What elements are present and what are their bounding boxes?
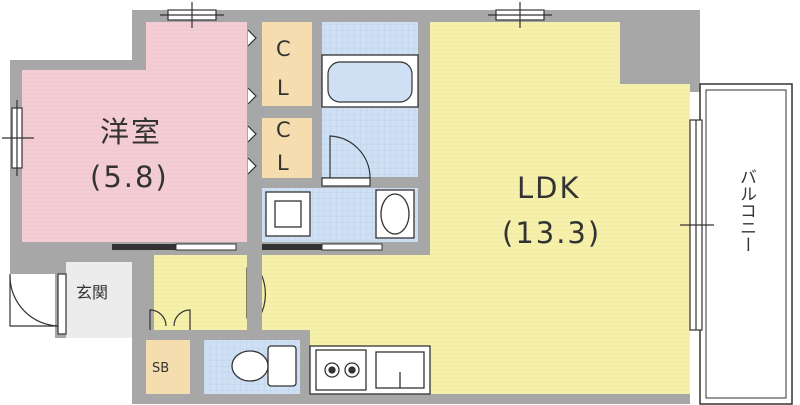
- western-room-name: 洋室: [100, 115, 162, 149]
- bathtub: [321, 54, 419, 108]
- balcony-label: バルコニー: [736, 168, 756, 253]
- corridor-floor-upper: [262, 255, 430, 340]
- closet-lower-label-1: C: [276, 118, 291, 142]
- western-room-area: (5.8): [90, 160, 169, 194]
- western-room-floor: [22, 22, 247, 242]
- shoe-box-floor: [146, 340, 190, 394]
- closet-lower-label-2: L: [277, 151, 289, 175]
- entrance-label: 玄関: [76, 283, 108, 302]
- room-labels: 洋室 (5.8) LDK (13.3) C L C L 玄関 SB: [76, 37, 601, 376]
- pipe-shaft: [620, 22, 690, 84]
- shoe-box-label: SB: [152, 361, 169, 376]
- closet-upper-label-1: C: [276, 37, 291, 61]
- kitchen-counter: [309, 345, 431, 395]
- ldk-area: (13.3): [502, 216, 601, 250]
- closet-doors: [247, 29, 257, 175]
- washroom-fixtures: [265, 189, 415, 239]
- bathroom-door: [321, 135, 371, 187]
- western-room-door: [112, 242, 418, 252]
- closet-lower-floor: [262, 118, 312, 178]
- toilet: [231, 345, 297, 387]
- ldk-name: LDK: [517, 171, 581, 205]
- windows: [2, 2, 714, 331]
- entrance: [9, 255, 154, 335]
- closet-upper-floor: [262, 22, 312, 106]
- closet-upper-label-2: L: [277, 76, 289, 100]
- lower-walls: [132, 255, 310, 404]
- balcony: バルコニー: [699, 83, 793, 405]
